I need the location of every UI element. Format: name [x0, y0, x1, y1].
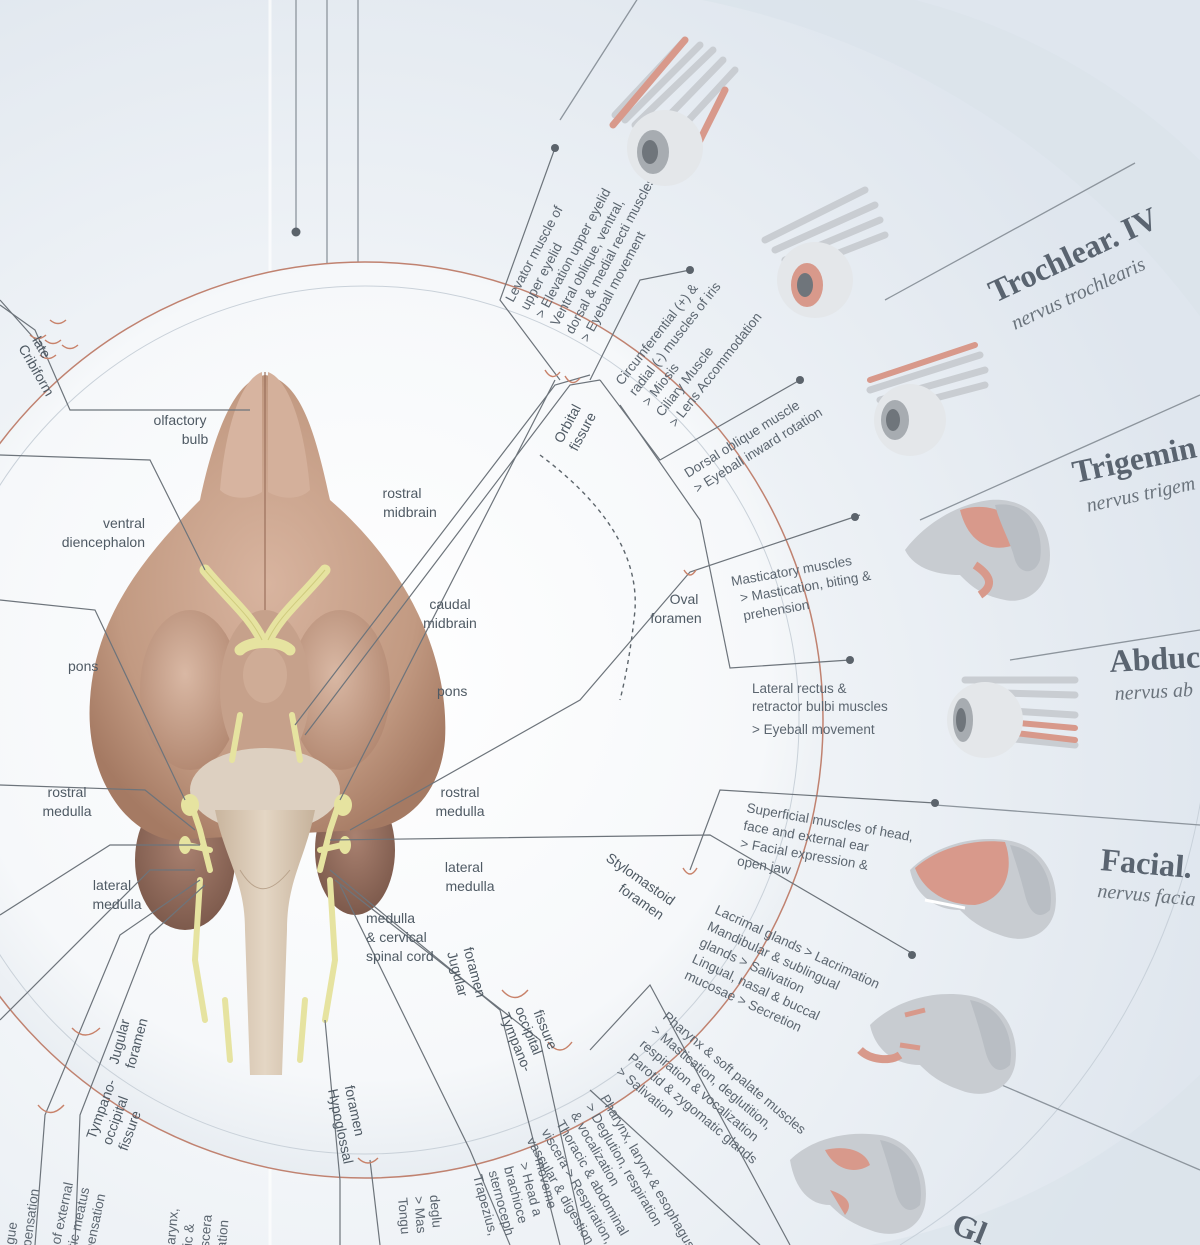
outer-ring [701, 0, 1200, 1245]
fn-facial-motor: Superficial muscles of head, face and ex… [736, 800, 918, 898]
eye-muscle-illustration-1 [609, 36, 739, 186]
fn-bottom-left-2: gue pensation [2, 1185, 42, 1245]
label-pons-right: pons [437, 683, 467, 699]
nerve-title-facial: Facial. [1099, 841, 1193, 885]
foramen-cuffs [29, 319, 698, 1164]
label-pons-left: pons [68, 658, 98, 674]
nerve-title-abducens: Abduc [1108, 638, 1200, 679]
fn-bottom-left-3: arynx, ic & scera ation [163, 1204, 232, 1245]
dog-head-illustration-3 [857, 994, 1016, 1094]
dashed-fissure-path [539, 454, 636, 701]
eye-muscle-illustration-2 [761, 186, 889, 318]
fn-accessory: Trapezius, sternoceph brachioce > Head a… [470, 1156, 565, 1245]
fn-abducens: Lateral rectus & retractor bulbi muscles… [752, 681, 892, 737]
eye-muscle-illustration-4 [947, 676, 1079, 758]
dog-head-illustration-2 [910, 839, 1056, 939]
nerve-leader-lines [0, 144, 939, 1245]
fn-hypoglossal: Tongu > Mas deglu [395, 1194, 445, 1239]
nerve-latin-abducens: nervus ab [1114, 679, 1193, 705]
brain-ventral-view [89, 372, 446, 1075]
dog-head-illustration-1 [905, 499, 1050, 601]
eye-muscle-illustration-3 [866, 342, 989, 456]
dog-head-illustration-4 [790, 1133, 926, 1234]
